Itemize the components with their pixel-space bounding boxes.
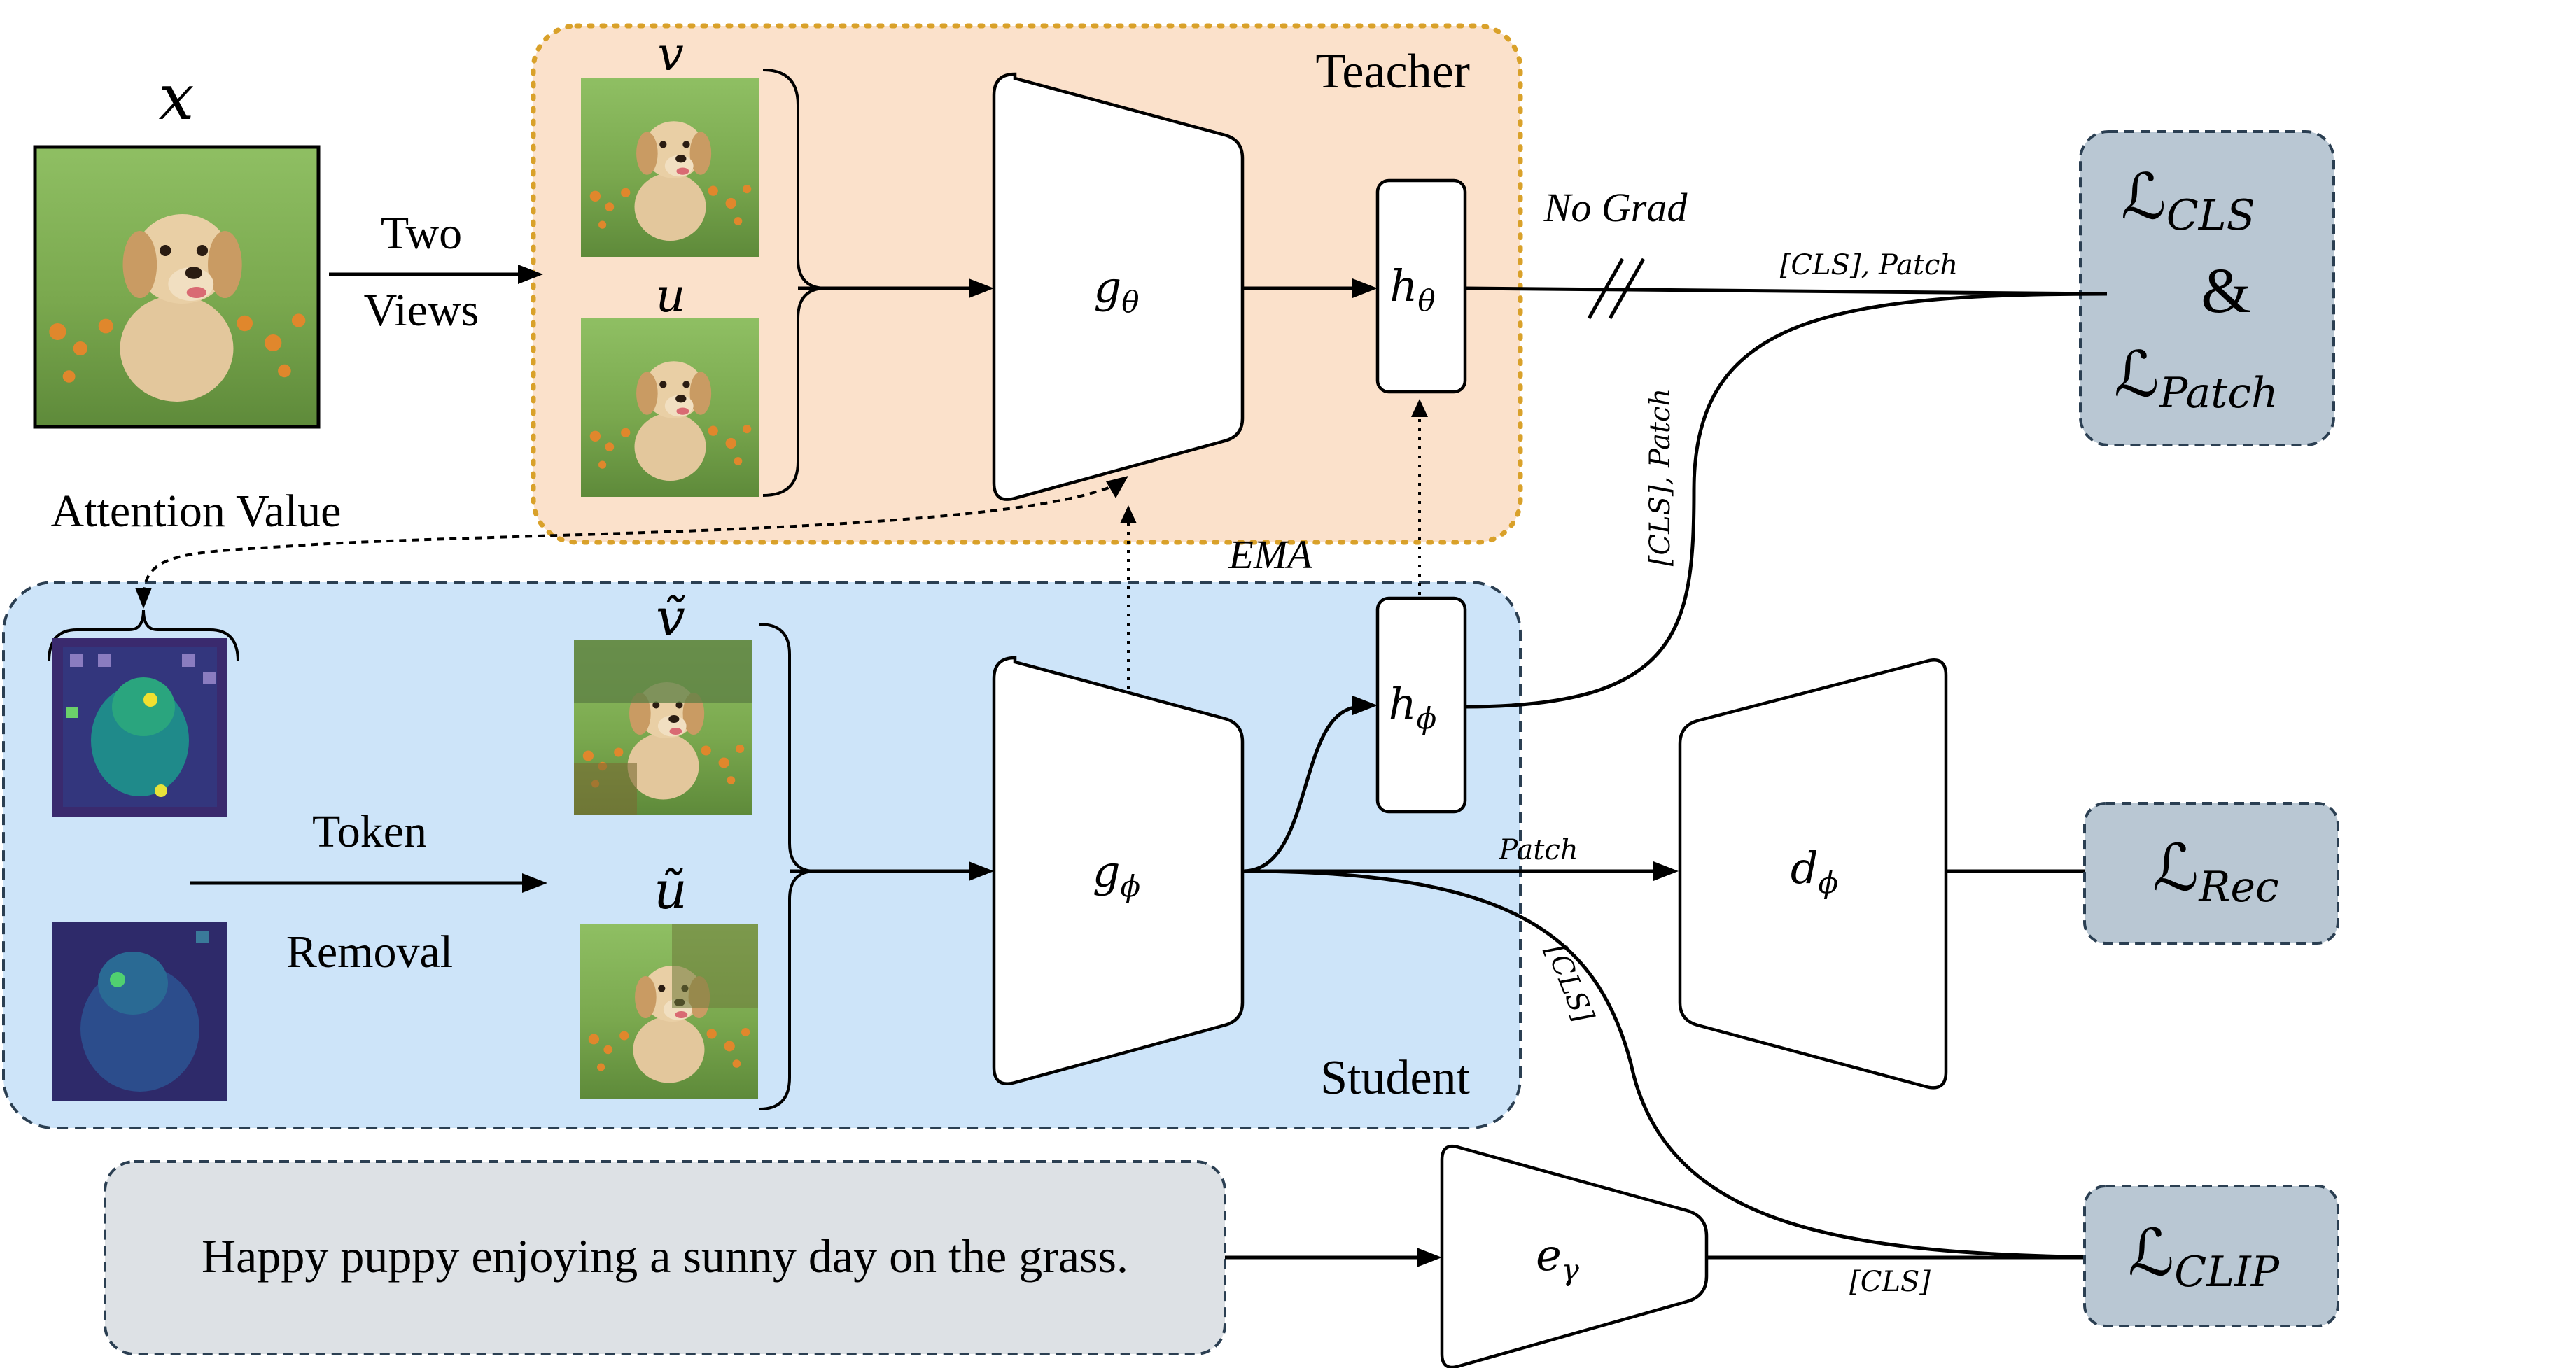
no-grad-slash-1 <box>1587 258 1625 320</box>
teacher-title: Teacher <box>1316 45 1470 99</box>
student-view-u-label: ũ <box>654 861 687 921</box>
attention-brace <box>48 609 239 662</box>
cls-to-clip-curve <box>1242 869 2108 1260</box>
decoder-label: dϕ <box>1791 842 1838 900</box>
loss-clip-label: ℒCLIP <box>2128 1215 2281 1297</box>
teacher-output-edge-label: [CLS], Patch <box>1780 249 1958 281</box>
text-encoder <box>1440 1144 1709 1368</box>
attention-value-label: Attention Value <box>51 486 342 537</box>
teacher-head <box>1376 178 1467 394</box>
student-title: Student <box>1320 1051 1470 1105</box>
loss-cls-patch-box <box>2079 130 2335 446</box>
cls-down-edge-label: [CLS] <box>1539 940 1600 1027</box>
no-grad-slash-2 <box>1608 258 1646 320</box>
teacher-head-label: hθ <box>1390 260 1435 318</box>
text-cls-edge-label: [CLS] <box>1849 1266 1931 1298</box>
student-view-v-image <box>574 640 752 815</box>
student-encoder <box>992 656 1245 1085</box>
teacher-view-v-label: v <box>657 27 683 81</box>
loss-clip-box <box>2083 1185 2339 1327</box>
loss-amp: & <box>2201 255 2251 326</box>
loss-rec-box <box>2083 802 2339 945</box>
input-label: x <box>159 61 195 134</box>
loss-patch-label: ℒPatch <box>2114 338 2278 418</box>
ema-label: EMA <box>1228 532 1312 577</box>
student-output-curve <box>1464 292 2108 709</box>
input-image <box>33 145 321 429</box>
caption-box <box>104 1160 1226 1355</box>
text-encoder-label: eγ <box>1536 1229 1580 1287</box>
encoder-to-head-arrow <box>1242 705 1362 873</box>
student-panel <box>2 581 1522 1129</box>
caption-text: Happy puppy enjoying a sunny day on the … <box>202 1229 1128 1283</box>
student-view-u-image <box>580 924 758 1099</box>
teacher-encoder-label: gθ <box>1094 262 1140 319</box>
teacher-view-v-image <box>581 78 760 257</box>
teacher-view-u-image <box>581 318 760 497</box>
attention-map-1 <box>52 638 227 817</box>
student-head-label: hϕ <box>1389 678 1437 735</box>
patch-edge-label: Patch <box>1498 834 1578 866</box>
teacher-view-u-label: u <box>656 269 686 323</box>
token-removal-line1: Token <box>312 806 427 857</box>
decoder <box>1678 658 1948 1090</box>
teacher-encoder <box>992 72 1245 501</box>
loss-rec-label: ℒRec <box>2152 831 2279 912</box>
student-encoder-label: gϕ <box>1093 846 1140 903</box>
no-grad-label: No Grad <box>1544 185 1688 230</box>
token-removal-line2: Removal <box>286 926 453 978</box>
student-view-v-label: ṽ <box>656 588 685 648</box>
teacher-output-line <box>1464 286 2108 296</box>
student-output-edge-label: [CLS], Patch <box>1644 388 1676 566</box>
two-views-line1: Two <box>381 208 462 259</box>
two-views-line2: Views <box>364 285 479 336</box>
attention-map-2 <box>52 922 227 1101</box>
loss-cls-label: ℒCLS <box>2121 160 2255 240</box>
ema-attention-dashed <box>142 481 1121 599</box>
